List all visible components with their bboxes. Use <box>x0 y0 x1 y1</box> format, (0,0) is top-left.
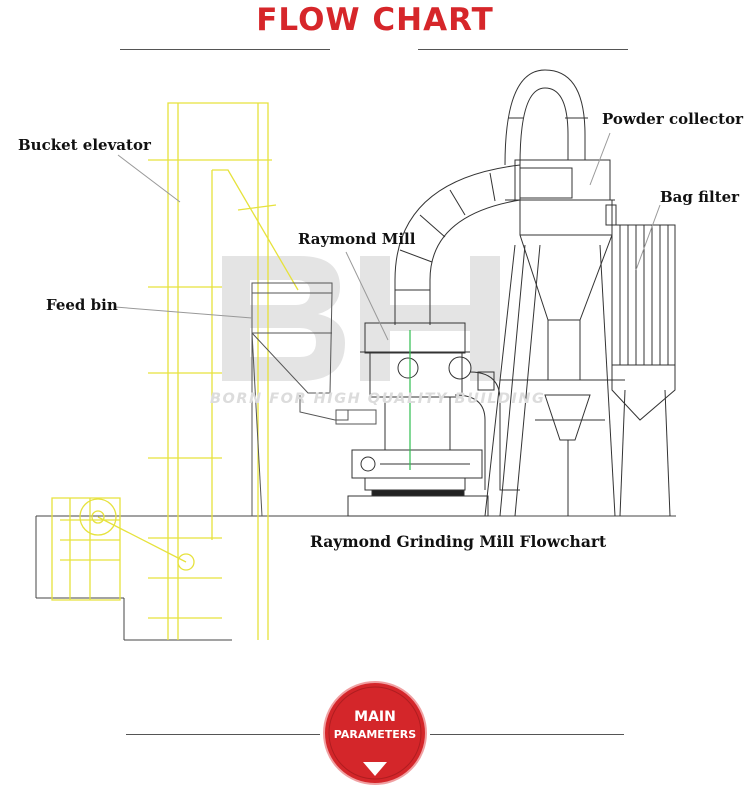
powder-collector-drawing <box>484 159 625 517</box>
title-rule-right <box>418 49 628 50</box>
label-leader-lines <box>114 132 661 341</box>
badge-main-label: MAIN <box>354 709 396 725</box>
diagram-caption: Raymond Grinding Mill Flowchart <box>310 532 607 551</box>
triangle-down-icon <box>363 762 387 776</box>
label-powder-collector: Powder collector <box>602 110 743 128</box>
label-feed-bin: Feed bin <box>46 296 118 314</box>
bucket-elevator-drawing <box>51 102 299 640</box>
watermark-logo <box>222 256 500 381</box>
flowchart-drawing <box>35 69 676 641</box>
flowchart-diagram: BORN FOR HIGH QUALITY BUILDING Bucket el… <box>18 69 743 641</box>
section-header: FLOW CHART <box>0 0 750 60</box>
main-parameters-badge[interactable] <box>322 680 428 786</box>
label-bag-filter: Bag filter <box>660 188 740 206</box>
badge-sub-label: PARAMETERS <box>333 728 417 741</box>
footer-rule-left <box>126 734 320 735</box>
watermark-tagline: BORN FOR HIGH QUALITY BUILDING <box>210 391 546 407</box>
badge-inner-ring <box>328 686 422 780</box>
feed-bin-drawing <box>251 282 377 517</box>
section-title: FLOW CHART <box>256 2 494 38</box>
bag-filter-drawing <box>605 200 676 517</box>
badge-circle <box>323 681 427 785</box>
footer-rule-right <box>430 734 624 735</box>
title-rule-left <box>120 49 330 50</box>
label-bucket-elevator: Bucket elevator <box>18 136 151 154</box>
raymond-mill-drawing <box>347 69 588 517</box>
label-raymond-mill: Raymond Mill <box>298 230 416 248</box>
